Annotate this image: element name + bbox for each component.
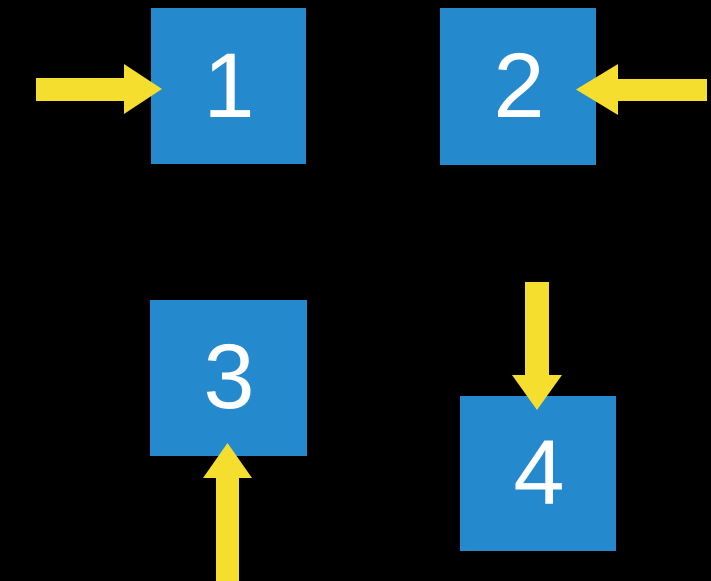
node-label-4: 4 [513, 422, 565, 524]
node-box-1[interactable] [151, 8, 306, 164]
node-box-2[interactable] [440, 8, 596, 165]
arrow-up-icon [203, 443, 252, 581]
node-box-3[interactable] [150, 300, 307, 456]
node-label-1: 1 [203, 35, 255, 137]
arrow-right-icon [36, 64, 162, 114]
node-label-2: 2 [493, 35, 545, 137]
arrow-down-icon [512, 282, 562, 410]
node-label-3: 3 [203, 326, 255, 428]
node-box-4[interactable] [460, 396, 616, 551]
arrow-left-icon [576, 64, 707, 115]
